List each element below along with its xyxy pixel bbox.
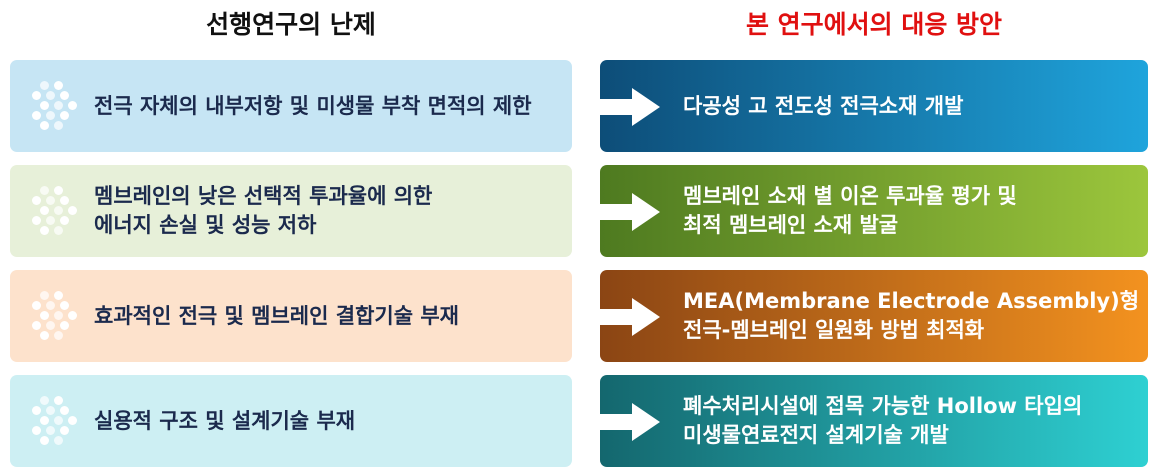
problem-line: 전극 자체의 내부저항 및 미생물 부착 면적의 제한 (94, 93, 532, 118)
solution-line: 최적 멤브레인 소재 발굴 (683, 213, 899, 237)
solution-line: 미생물연료전지 설계기술 개발 (683, 423, 949, 447)
comparison-row: 효과적인 전극 및 멤브레인 결합기술 부재 MEA(Membrane Elect… (0, 270, 1155, 362)
problem-line: 효과적인 전극 및 멤브레인 결합기술 부재 (94, 303, 459, 328)
header-right: 본 연구에서의 대응 방안 (745, 10, 1003, 39)
dot-cluster-icon (32, 396, 86, 446)
solution-line: 전극-멤브레인 일원화 방법 최적화 (683, 318, 985, 342)
comparison-row: 실용적 구조 및 설계기술 부재 폐수처리시설에 접목 가능한 Hollow 타입… (0, 375, 1155, 467)
problem-text: 전극 자체의 내부저항 및 미생물 부착 면적의 제한 (94, 60, 564, 152)
problem-line: 멤브레인의 낮은 선택적 투과율에 의한 (94, 184, 433, 208)
comparison-row: 전극 자체의 내부저항 및 미생물 부착 면적의 제한 다공성 고 전도성 전극소… (0, 60, 1155, 152)
header-left: 선행연구의 난제 (206, 10, 376, 39)
dot-cluster-icon (32, 291, 86, 341)
dot-cluster-icon (32, 186, 86, 236)
solution-line: 멤브레인 소재 별 이온 투과율 평가 및 (683, 184, 1017, 208)
solution-line: 다공성 고 전도성 전극소재 개발 (683, 93, 964, 118)
problem-text: 효과적인 전극 및 멤브레인 결합기술 부재 (94, 270, 564, 362)
problem-box: 효과적인 전극 및 멤브레인 결합기술 부재 (10, 270, 572, 362)
problem-line: 에너지 손실 및 성능 저하 (94, 213, 317, 237)
problem-box: 실용적 구조 및 설계기술 부재 (10, 375, 572, 467)
right-arrow-icon (598, 298, 660, 336)
solution-line: 폐수처리시설에 접목 가능한 Hollow 타입의 (683, 394, 1083, 418)
right-arrow-icon (598, 403, 660, 441)
right-arrow-icon (598, 193, 660, 231)
right-arrow-icon (598, 88, 660, 126)
dot-cluster-icon (32, 81, 86, 131)
problem-box: 전극 자체의 내부저항 및 미생물 부착 면적의 제한 (10, 60, 572, 152)
solution-text: 다공성 고 전도성 전극소재 개발 (683, 60, 1145, 152)
solution-line: MEA(Membrane Electrode Assembly)형 (683, 289, 1140, 313)
problem-text: 실용적 구조 및 설계기술 부재 (94, 375, 564, 467)
solution-box (600, 270, 1148, 362)
problem-line: 실용적 구조 및 설계기술 부재 (94, 408, 356, 433)
solution-box (600, 375, 1148, 467)
solution-box (600, 60, 1148, 152)
solution-box (600, 165, 1148, 257)
